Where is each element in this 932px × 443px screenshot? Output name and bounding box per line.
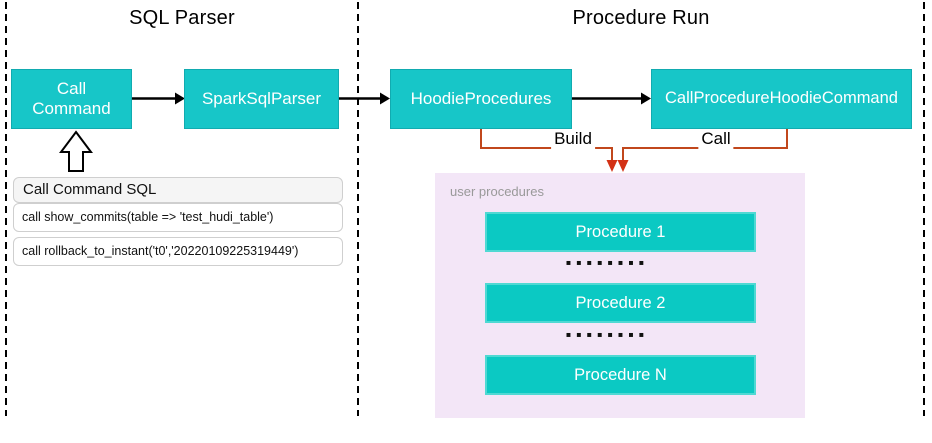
node-call-command: Call Command [11, 69, 132, 129]
user-procedures-label: user procedures [450, 184, 544, 199]
edge-label-build: Build [551, 129, 595, 149]
sql-panel-title: Call Command SQL [13, 177, 343, 203]
procedure-box-1: Procedure 1 [485, 212, 756, 252]
section-title-sql-parser: SQL Parser [129, 7, 235, 29]
ellipsis-dots: ▪▪▪▪▪▪▪▪ [565, 258, 650, 267]
arrow-sparksqlparser-to-hoodieprocedures [339, 92, 390, 105]
node-spark-sql-parser: SparkSqlParser [184, 69, 339, 129]
edge-label-call: Call [698, 129, 734, 149]
arrow-callcommand-to-sparksqlparser [132, 92, 185, 105]
node-call-command-label: Call Command [32, 78, 111, 118]
node-call-procedure-hoodie-command-label: CallProcedureHoodieCommand [665, 89, 898, 108]
node-hoodie-procedures: HoodieProcedures [390, 69, 572, 129]
procedure-box-2: Procedure 2 [485, 283, 756, 323]
node-call-procedure-hoodie-command: CallProcedureHoodieCommand [651, 69, 912, 129]
sql-statement: call show_commits(table => 'test_hudi_ta… [13, 203, 343, 232]
node-hoodie-procedures-label: HoodieProcedures [410, 88, 552, 108]
build-connector [480, 128, 618, 172]
arrow-sql-to-callcommand-icon [59, 130, 93, 172]
sql-statement: call rollback_to_instant('t0','202201092… [13, 237, 343, 266]
sql-panel: Call Command SQL call show_commits(table… [13, 177, 343, 266]
user-procedures-panel: user procedures Procedure 1 ▪▪▪▪▪▪▪▪ Pro… [435, 173, 805, 418]
ellipsis-dots: ▪▪▪▪▪▪▪▪ [565, 330, 650, 339]
section-title-procedure-run: Procedure Run [572, 7, 710, 29]
arrow-hoodieprocedures-to-callprocedurehoodiecommand [572, 92, 651, 105]
node-spark-sql-parser-label: SparkSqlParser [201, 88, 322, 108]
procedure-box-n: Procedure N [485, 355, 756, 395]
